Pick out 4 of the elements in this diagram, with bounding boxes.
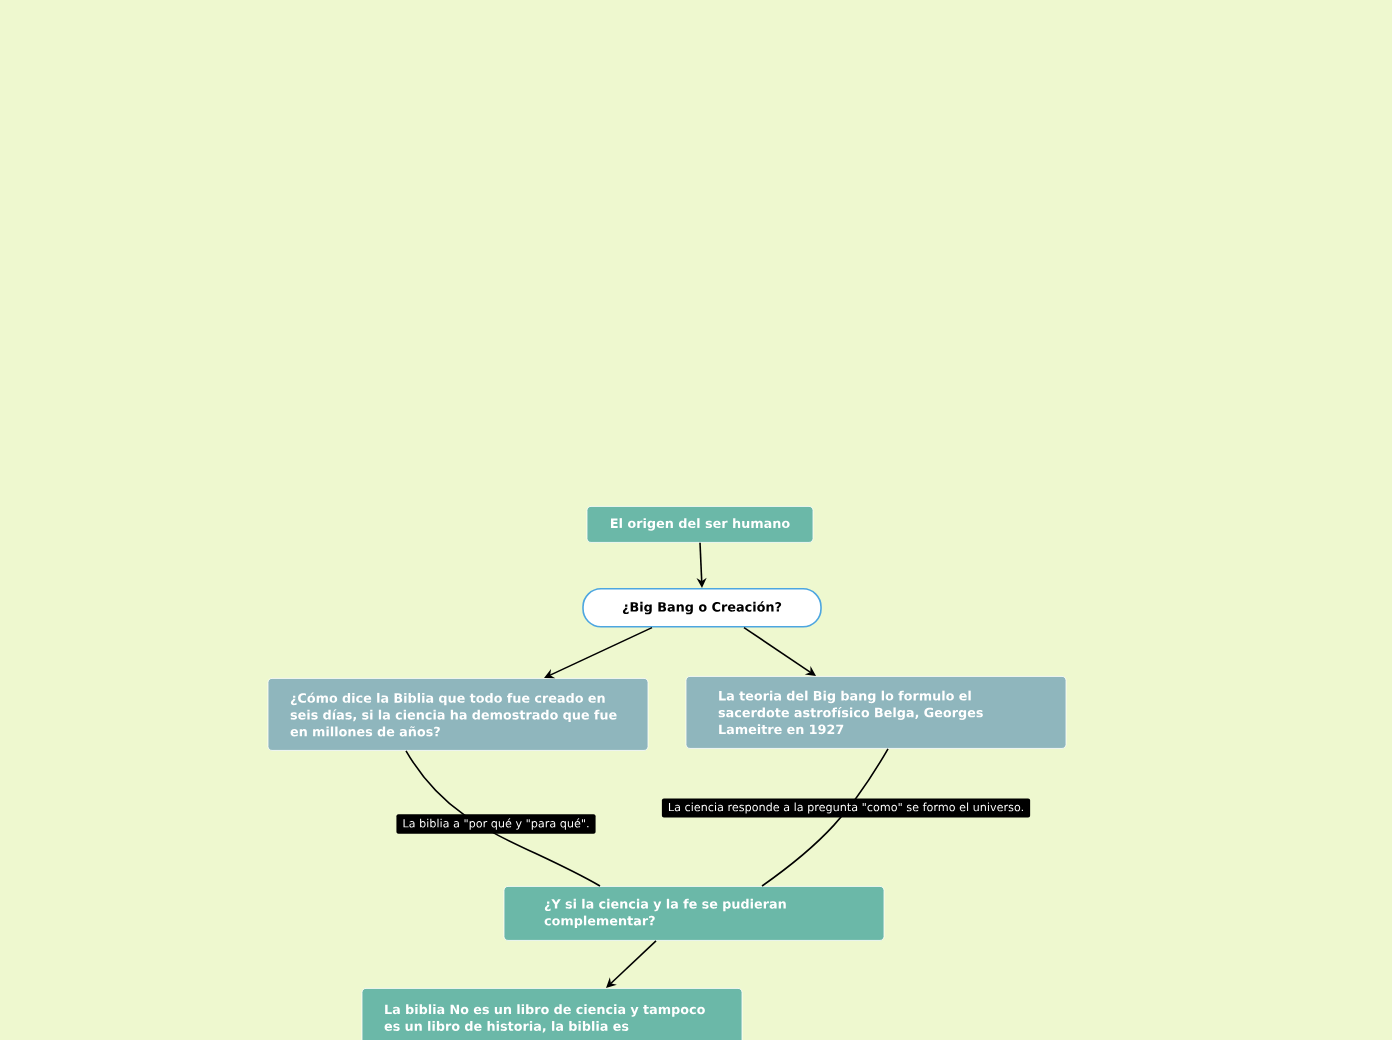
connector bbox=[761, 748, 889, 887]
connector bbox=[544, 626, 653, 679]
connector bbox=[606, 940, 657, 988]
connector bbox=[743, 626, 816, 676]
